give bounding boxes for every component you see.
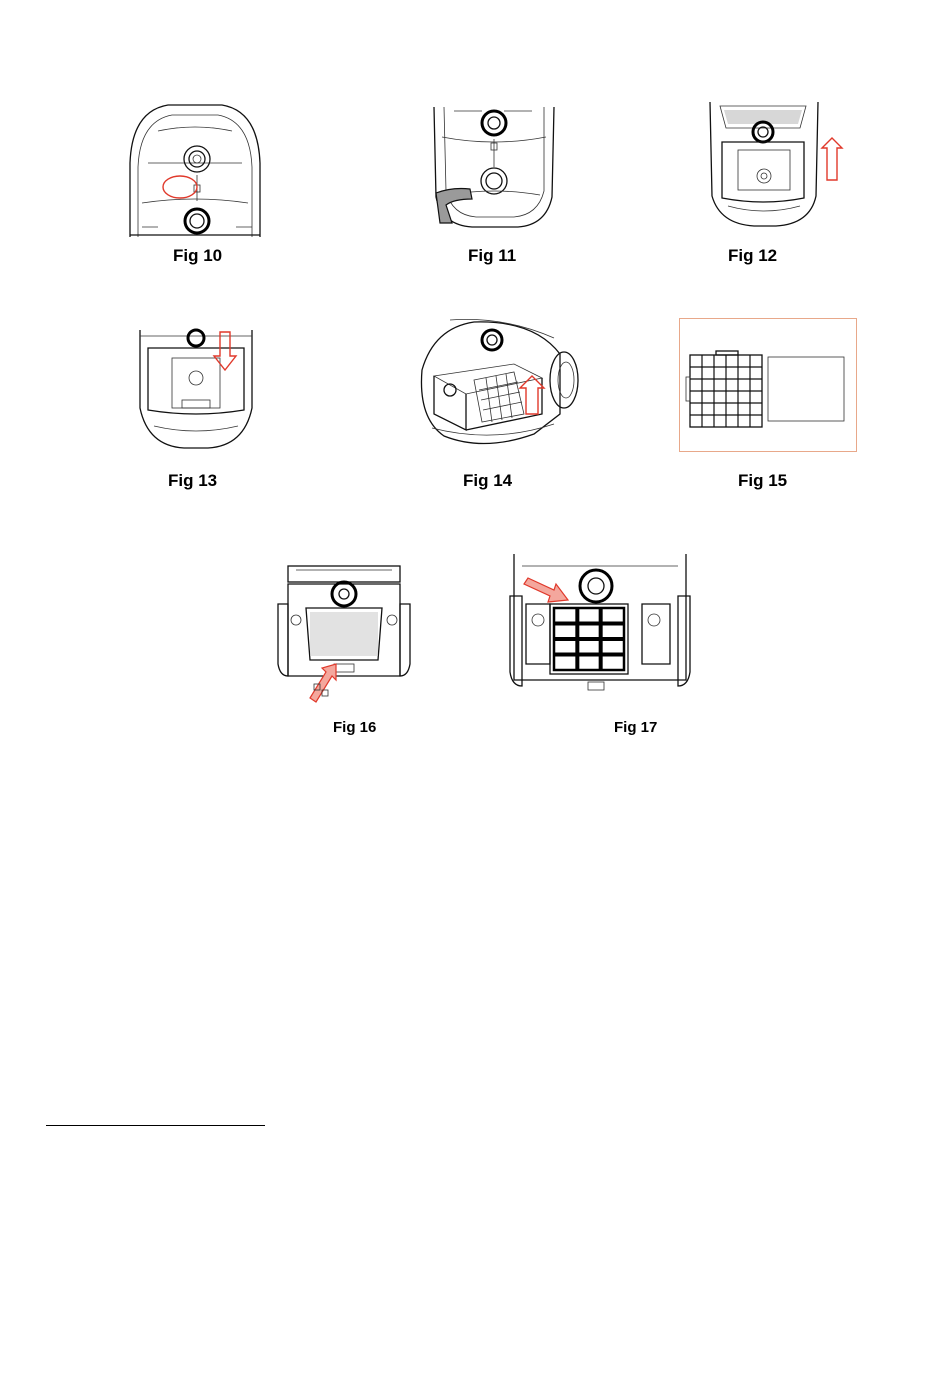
fig12-caption: Fig 12 xyxy=(728,246,777,266)
fig15-illustration xyxy=(679,318,857,452)
fig12-illustration xyxy=(708,102,848,230)
fig17-illustration xyxy=(510,554,690,696)
fig13-caption: Fig 13 xyxy=(168,471,217,491)
fig17-caption: Fig 17 xyxy=(614,719,657,736)
fig15-caption: Fig 15 xyxy=(738,471,787,491)
fig11-illustration xyxy=(432,107,556,229)
fig10-caption: Fig 10 xyxy=(173,246,222,266)
fig14-illustration xyxy=(414,318,580,452)
footnote-separator xyxy=(46,1125,265,1126)
fig16-caption: Fig 16 xyxy=(333,719,376,736)
fig10-illustration xyxy=(128,103,262,239)
fig14-caption: Fig 14 xyxy=(463,471,512,491)
fig13-illustration xyxy=(138,330,254,450)
fig11-caption: Fig 11 xyxy=(468,246,516,266)
fig16-illustration xyxy=(274,564,414,704)
